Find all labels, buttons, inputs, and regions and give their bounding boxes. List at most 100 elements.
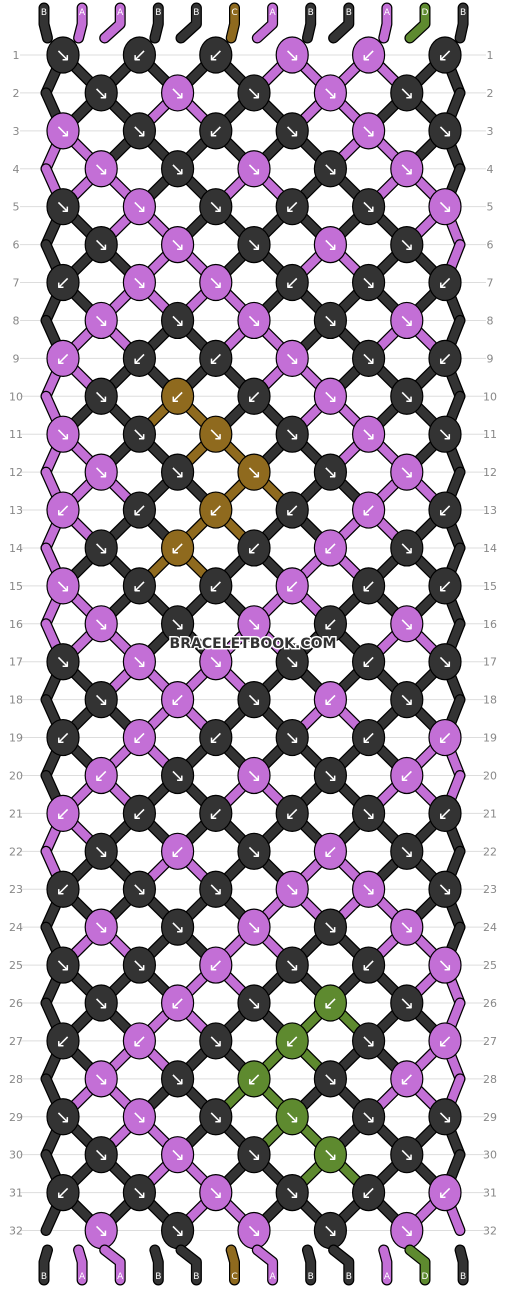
knot <box>313 681 347 719</box>
knot <box>390 681 424 719</box>
knot <box>390 832 424 870</box>
row-number-right: 6 <box>487 239 494 252</box>
top-string-label: D <box>422 8 429 18</box>
row-number-left: 7 <box>13 277 20 290</box>
row-number-right: 19 <box>483 732 497 745</box>
knot-arrow-icon: ↘ <box>246 993 261 1014</box>
knot-grid: ↘↙↙↘↙↙↘↘↘↘↘↘↘↙↘↘↘↘↘↘↘↘↘↘↘↙↘↘↘↘↘↘↘↙↘↘↙↘↙↘… <box>46 36 462 1250</box>
knot-arrow-icon: ↘ <box>323 462 338 483</box>
knot <box>46 643 80 681</box>
knot <box>313 908 347 946</box>
knot <box>46 718 80 757</box>
knot-arrow-icon: ↙ <box>55 1031 70 1052</box>
knot-arrow-icon: ↙ <box>170 690 185 711</box>
knot <box>237 756 271 795</box>
bottom-string-end <box>303 1245 315 1285</box>
top-string-label: B <box>193 8 199 18</box>
knot <box>237 150 271 188</box>
knot-arrow-icon: ↘ <box>55 121 70 142</box>
knot-arrow-icon: ↙ <box>55 879 70 900</box>
knot-arrow-icon: ↘ <box>285 45 300 66</box>
bottom-string-end <box>150 1245 163 1285</box>
row-number-left: 5 <box>13 201 20 214</box>
knot-arrow-icon: ↙ <box>361 576 376 597</box>
knot <box>275 415 309 453</box>
knot <box>428 415 462 453</box>
knot <box>84 377 118 415</box>
knot-arrow-icon: ↘ <box>170 1145 185 1166</box>
row-number-right: 21 <box>483 807 497 820</box>
top-string-end <box>329 3 354 43</box>
row-number-right: 27 <box>483 1035 497 1048</box>
knot-arrow-icon: ↘ <box>94 690 109 711</box>
knot <box>122 339 156 377</box>
row-number-right: 31 <box>483 1187 497 1200</box>
knot-arrow-icon: ↘ <box>132 879 147 900</box>
row-number-left: 9 <box>13 352 20 365</box>
knot <box>161 756 195 795</box>
knot <box>46 1173 80 1212</box>
knot-arrow-icon: ↙ <box>361 955 376 976</box>
knot-arrow-icon: ↘ <box>208 273 223 294</box>
knot-arrow-icon: ↙ <box>246 386 261 407</box>
knot <box>352 794 386 833</box>
knot <box>199 1022 233 1060</box>
knot <box>275 263 309 302</box>
knot <box>46 36 80 74</box>
row-number-right: 7 <box>487 277 494 290</box>
knot <box>428 643 462 681</box>
top-string-end <box>74 3 87 43</box>
knot-arrow-icon: ↙ <box>323 614 338 635</box>
row-number-left: 6 <box>13 239 20 252</box>
row-number-left: 28 <box>9 1073 23 1086</box>
knot-arrow-icon: ↘ <box>323 83 338 104</box>
row-number-right: 1 <box>487 49 494 62</box>
knot <box>122 1173 156 1212</box>
knot <box>199 794 233 833</box>
knot-arrow-icon: ↙ <box>437 576 452 597</box>
knot <box>313 377 347 415</box>
knot <box>161 832 195 870</box>
knot <box>390 74 424 112</box>
knot <box>352 946 386 984</box>
knot <box>237 74 271 112</box>
knot-arrow-icon: ↙ <box>170 386 185 407</box>
knot-arrow-icon: ↘ <box>246 1145 261 1166</box>
knot-arrow-icon: ↘ <box>285 424 300 445</box>
knot <box>275 1098 309 1136</box>
knot-arrow-icon: ↘ <box>437 955 452 976</box>
knot <box>237 1136 271 1174</box>
knot <box>313 1060 347 1098</box>
knot-arrow-icon: ↘ <box>132 197 147 218</box>
knot-arrow-icon: ↘ <box>399 462 414 483</box>
top-string-end <box>455 3 468 43</box>
knot <box>84 832 118 870</box>
knot-arrow-icon: ↘ <box>323 765 338 786</box>
row-number-right: 11 <box>483 428 497 441</box>
top-string-end <box>100 3 125 43</box>
knot-arrow-icon: ↙ <box>208 955 223 976</box>
knot <box>352 1173 386 1212</box>
knot <box>199 415 233 453</box>
knot-arrow-icon: ↙ <box>285 576 300 597</box>
knot-arrow-icon: ↙ <box>55 1183 70 1204</box>
knot <box>84 984 118 1022</box>
bottom-string-end <box>405 1245 430 1285</box>
row-number-right: 25 <box>483 959 497 972</box>
knot-arrow-icon: ↘ <box>208 1107 223 1128</box>
knot <box>313 301 347 340</box>
knot <box>84 1136 118 1174</box>
bottom-string-end <box>176 1245 201 1285</box>
knot-arrow-icon: ↘ <box>323 917 338 938</box>
top-string-end <box>405 3 430 43</box>
knot <box>122 188 156 226</box>
knot-arrow-icon: ↙ <box>323 993 338 1014</box>
row-number-left: 23 <box>9 883 23 896</box>
bottom-string-end <box>379 1245 392 1285</box>
knot-arrow-icon: ↙ <box>208 45 223 66</box>
knot <box>84 1060 118 1098</box>
top-string-label: A <box>270 8 277 18</box>
knot <box>161 1060 195 1098</box>
knot-arrow-icon: ↙ <box>437 348 452 369</box>
